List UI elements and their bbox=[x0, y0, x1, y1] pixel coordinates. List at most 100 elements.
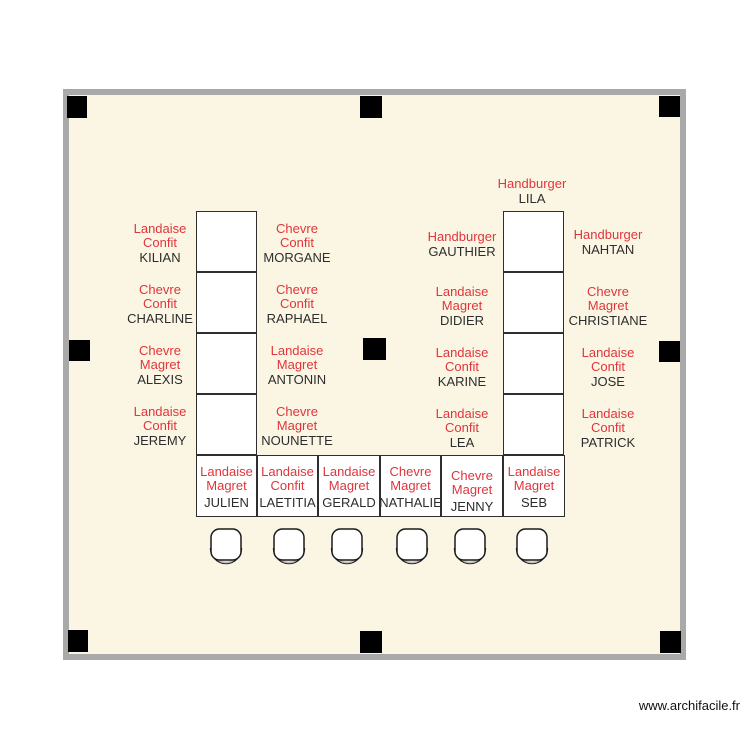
menu-label: Landaise Confit bbox=[133, 221, 187, 250]
guest-name: JEREMY bbox=[133, 433, 187, 448]
chair-icon[interactable] bbox=[514, 528, 550, 572]
table-cell[interactable] bbox=[196, 272, 257, 333]
table-cell[interactable] bbox=[318, 455, 380, 517]
guest-name: ALEXIS bbox=[137, 372, 183, 387]
menu-label: Chevre Confit bbox=[276, 282, 318, 311]
menu-label: Landaise Confit bbox=[435, 345, 489, 374]
guest-name: RAPHAEL bbox=[266, 311, 328, 326]
chair-icon[interactable] bbox=[271, 528, 307, 572]
guest-name: JOSE bbox=[591, 374, 625, 389]
menu-label: Landaise Confit bbox=[133, 404, 187, 433]
guest-name: NAHTAN bbox=[581, 242, 635, 257]
table-cell[interactable] bbox=[503, 272, 564, 333]
menu-label: Chevre Magret bbox=[276, 404, 318, 433]
table-cell[interactable] bbox=[380, 455, 441, 517]
guest-name: GAUTHIER bbox=[428, 244, 496, 259]
menu-label: Handburger bbox=[573, 227, 643, 242]
wall-post[interactable] bbox=[360, 96, 382, 118]
guest-name: PATRICK bbox=[580, 435, 636, 450]
guest-name: GERALD bbox=[322, 495, 376, 510]
wall-post[interactable] bbox=[659, 96, 680, 117]
guest-name: CHARLINE bbox=[127, 311, 193, 326]
menu-label: Chevre Magret bbox=[389, 464, 432, 493]
menu-label: Landaise Magret bbox=[435, 284, 489, 313]
menu-label: Chevre Confit bbox=[139, 282, 181, 311]
guest-name: JULIEN bbox=[204, 495, 249, 510]
wall-post[interactable] bbox=[659, 341, 680, 362]
menu-label: Landaise Confit bbox=[581, 406, 635, 435]
table-cell[interactable] bbox=[196, 333, 257, 394]
table-cell[interactable] bbox=[503, 211, 564, 272]
guest-name: ANTONIN bbox=[267, 372, 327, 387]
wall-post[interactable] bbox=[360, 631, 382, 653]
watermark: www.archifacile.fr bbox=[638, 698, 740, 713]
menu-label: Chevre Magret bbox=[139, 343, 181, 372]
wall-post[interactable] bbox=[69, 340, 90, 361]
table-cell[interactable] bbox=[441, 455, 503, 517]
guest-name: LEA bbox=[449, 435, 475, 450]
guest-name: CHRISTIANE bbox=[568, 313, 648, 328]
menu-label: Chevre Magret bbox=[451, 468, 493, 497]
table-cell[interactable] bbox=[503, 394, 564, 455]
chair-icon[interactable] bbox=[329, 528, 365, 572]
menu-label: Landaise Confit bbox=[581, 345, 635, 374]
chair-icon[interactable] bbox=[394, 528, 430, 572]
chair-icon[interactable] bbox=[452, 528, 488, 572]
table-cell[interactable] bbox=[503, 455, 565, 517]
menu-label: Chevre Confit bbox=[276, 221, 318, 250]
menu-label: Landaise Confit bbox=[435, 406, 489, 435]
menu-label: Landaise Confit bbox=[261, 464, 314, 493]
guest-name: LILA bbox=[518, 191, 546, 206]
chair-icon[interactable] bbox=[208, 528, 244, 572]
table-cell[interactable] bbox=[503, 333, 564, 394]
wall-post[interactable] bbox=[68, 630, 88, 652]
guest-name: KILIAN bbox=[139, 250, 181, 265]
wall-post[interactable] bbox=[363, 338, 386, 360]
wall-post[interactable] bbox=[660, 631, 681, 653]
table-cell[interactable] bbox=[257, 455, 318, 517]
table-cell[interactable] bbox=[196, 211, 257, 272]
table-cell[interactable] bbox=[196, 455, 257, 517]
wall-post[interactable] bbox=[67, 96, 87, 118]
menu-label: Landaise Magret bbox=[270, 343, 324, 372]
guest-name: LAETITIA bbox=[259, 495, 316, 510]
guest-name: MORGANE bbox=[263, 250, 331, 265]
guest-name: JENNY bbox=[450, 499, 494, 514]
guest-name: SEB bbox=[520, 495, 547, 510]
menu-label: Landaise Magret bbox=[200, 464, 253, 493]
table-cell[interactable] bbox=[196, 394, 257, 455]
menu-label: Handburger bbox=[497, 176, 567, 191]
guest-name: DIDIER bbox=[439, 313, 485, 328]
menu-label: Handburger bbox=[427, 229, 497, 244]
room-outline bbox=[63, 89, 686, 660]
guest-name: NOUNETTE bbox=[261, 433, 333, 448]
menu-label: Landaise Magret bbox=[507, 464, 561, 493]
menu-label: Chevre Magret bbox=[587, 284, 629, 313]
guest-name: NATHALIE bbox=[379, 495, 442, 510]
guest-name: KARINE bbox=[437, 374, 487, 389]
